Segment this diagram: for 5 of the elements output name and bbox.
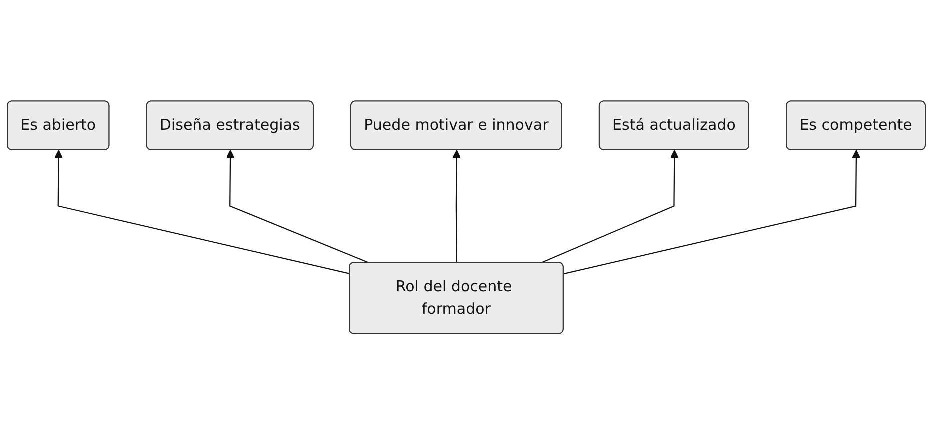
arrow bbox=[541, 150, 679, 264]
arrow bbox=[564, 150, 861, 275]
arrow bbox=[226, 150, 370, 264]
arrow bbox=[452, 150, 461, 263]
arrow bbox=[54, 150, 350, 274]
